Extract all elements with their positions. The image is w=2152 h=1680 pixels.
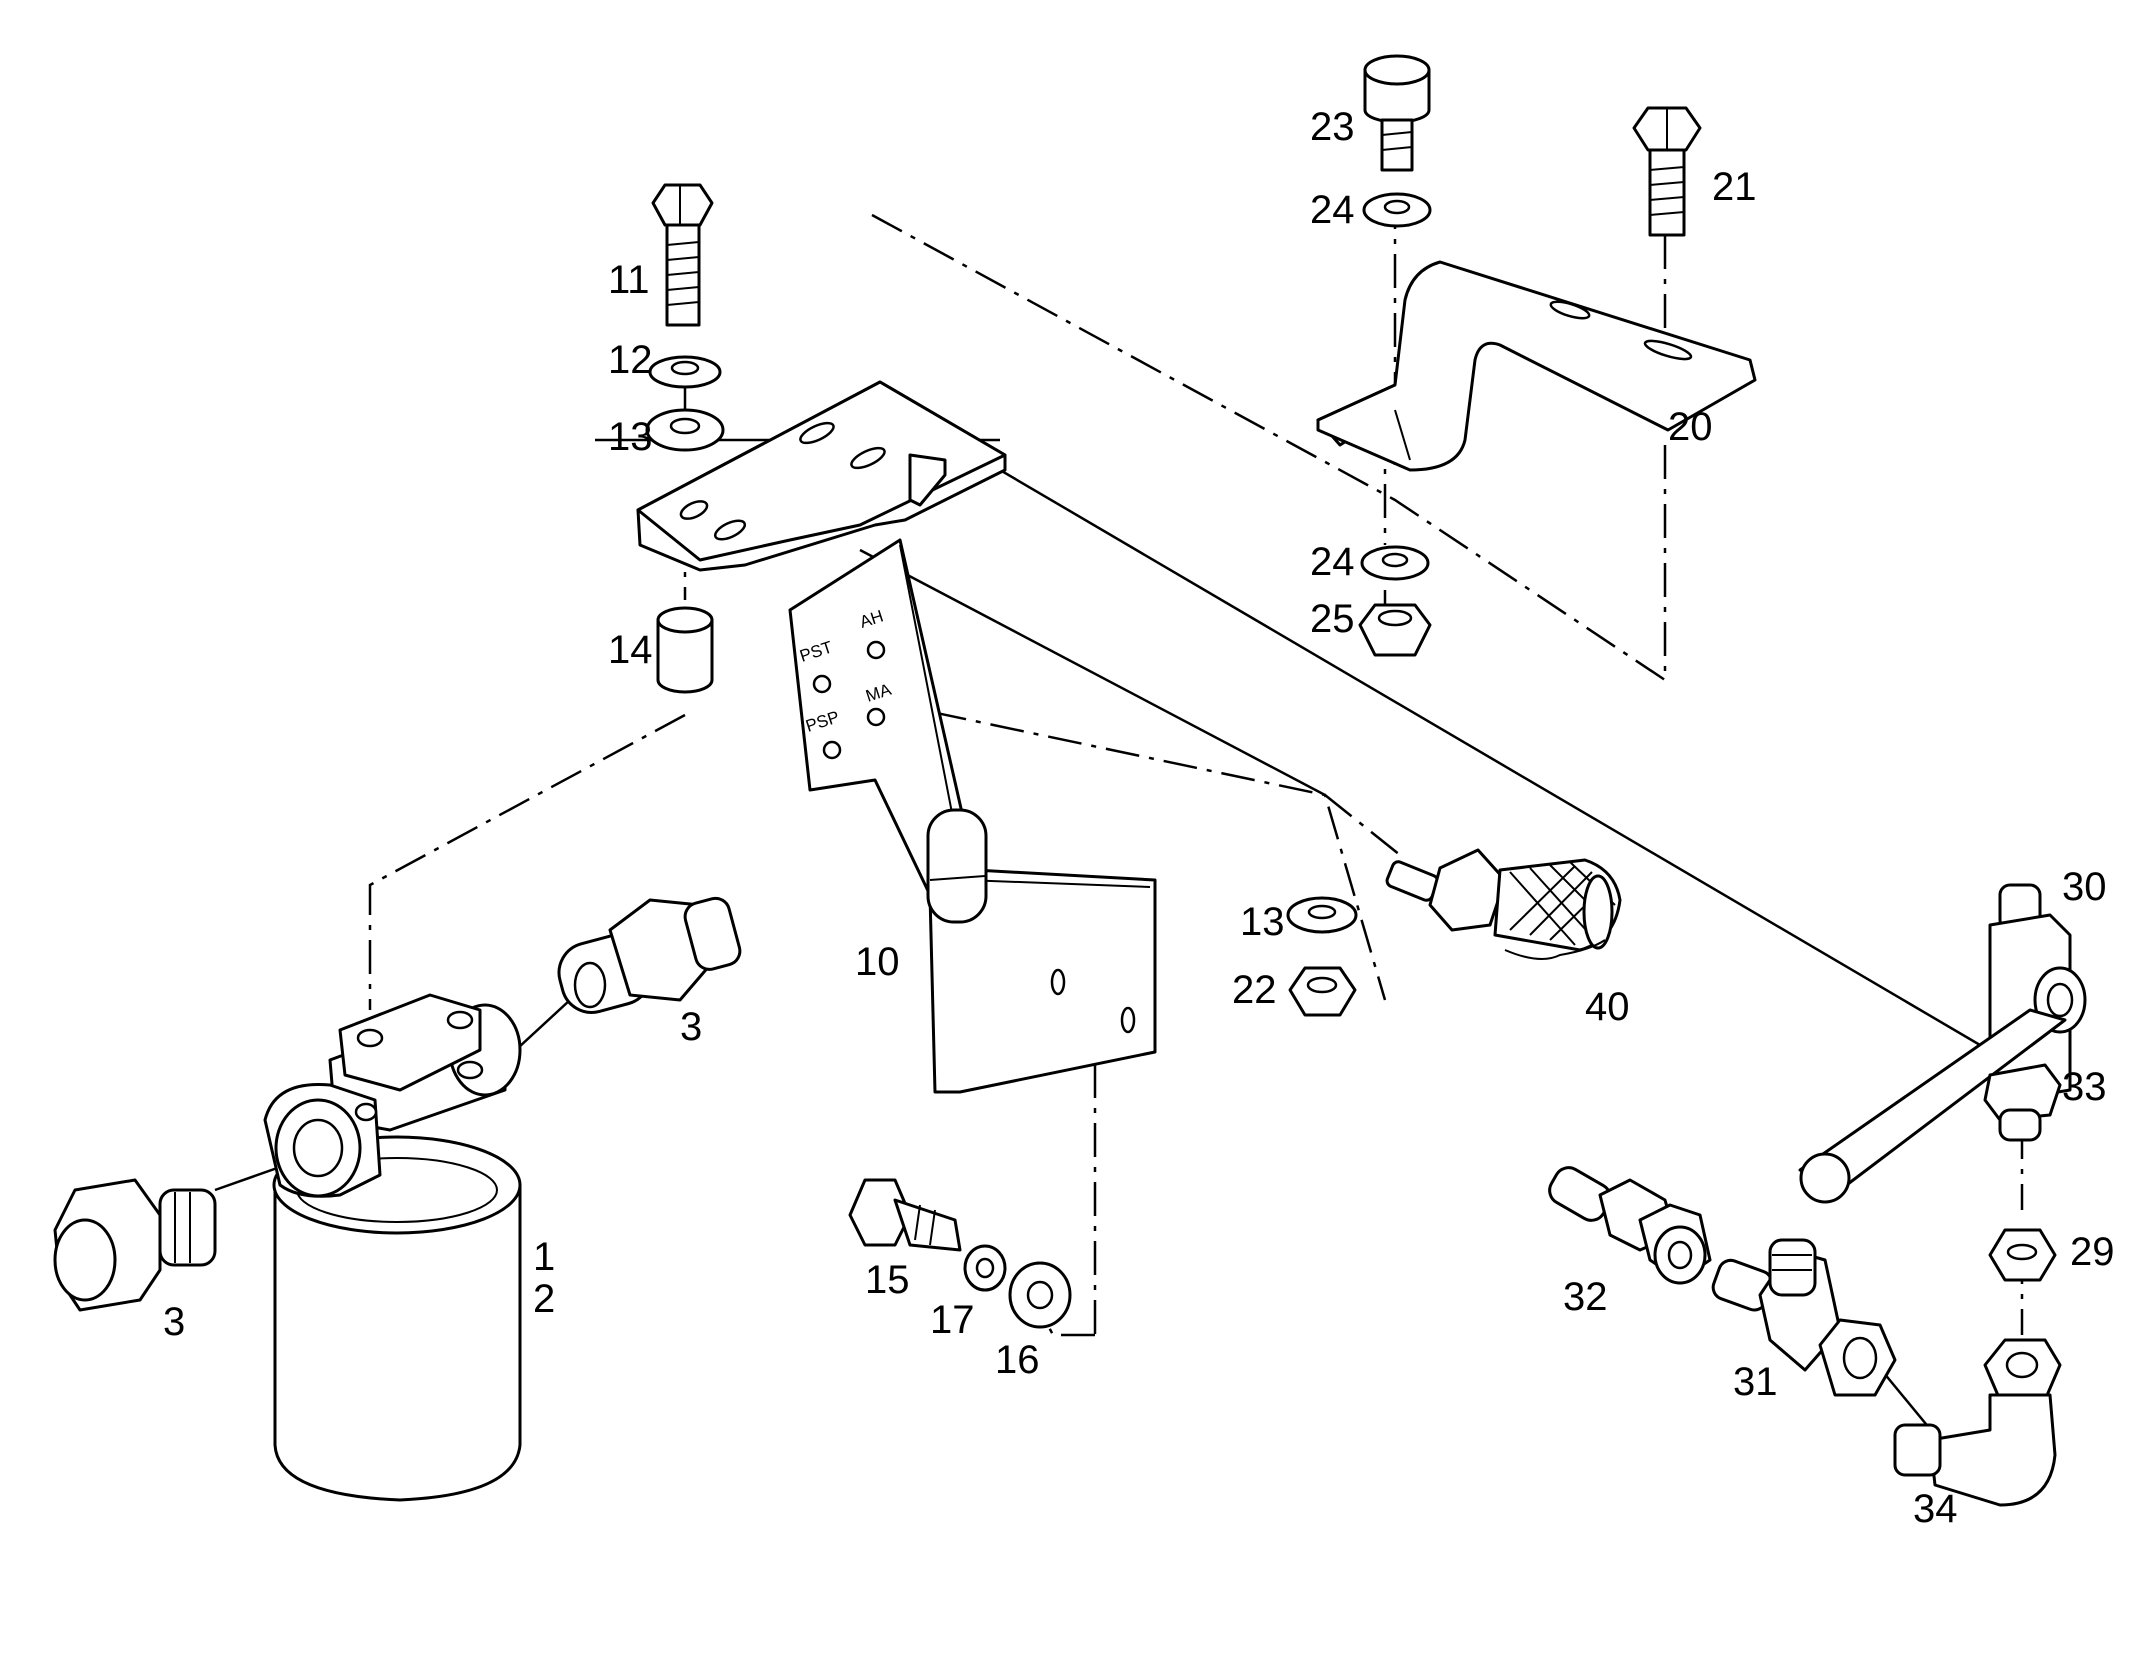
- nut-22: [1288, 966, 1357, 1017]
- valve-30: [1798, 883, 2087, 1204]
- union-3-right: [557, 896, 742, 1014]
- callout-13-lower: 13: [1240, 900, 1285, 944]
- callout-24-lower: 24: [1310, 540, 1355, 584]
- tee-31: [1711, 1238, 1897, 1397]
- callout-1: 1: [533, 1235, 555, 1279]
- callout-23: 23: [1310, 105, 1355, 149]
- callout-17: 17: [930, 1298, 975, 1342]
- washer-13-upper: [645, 408, 725, 452]
- callout-labels: 1 2 3 3 10 11 12 13 13 14 15 16 17 20 21…: [163, 105, 2115, 1531]
- callout-3-right: 3: [680, 1005, 702, 1049]
- bracket-20: [1316, 260, 1757, 472]
- callout-11: 11: [608, 258, 650, 302]
- callout-32: 32: [1563, 1275, 1608, 1319]
- nut-25: [1358, 603, 1432, 657]
- callout-21: 21: [1712, 165, 1757, 209]
- union-3-left: [53, 1178, 217, 1312]
- callout-34: 34: [1913, 1487, 1958, 1531]
- callout-24-upper: 24: [1310, 188, 1355, 232]
- callout-14: 14: [608, 628, 653, 672]
- elbow-34: [1893, 1338, 2062, 1507]
- callout-12: 12: [608, 338, 653, 382]
- washer-24-upper: [1362, 192, 1432, 228]
- callout-29: 29: [2070, 1230, 2115, 1274]
- callout-20: 20: [1668, 405, 1713, 449]
- callout-31: 31: [1733, 1360, 1778, 1404]
- callout-25: 25: [1310, 597, 1355, 641]
- callout-2: 2: [533, 1277, 555, 1321]
- callout-13-upper: 13: [608, 415, 653, 459]
- callout-33: 33: [2062, 1065, 2107, 1109]
- washer-13-lower: [1286, 896, 1358, 934]
- cap-screw-23: [1363, 54, 1431, 172]
- mounting-bracket-10: PST AH PSP MA: [636, 380, 1157, 1094]
- bolt-11: [651, 183, 714, 327]
- nut-29: [1988, 1228, 2057, 1282]
- washer-16: [1008, 1261, 1072, 1329]
- spacer-14: [656, 606, 714, 694]
- test-coupling-40: [1385, 848, 1622, 960]
- callout-30: 30: [2062, 865, 2107, 909]
- union-32: [1548, 1166, 1712, 1285]
- washer-12: [648, 355, 722, 389]
- callout-22: 22: [1232, 968, 1277, 1012]
- washer-17: [963, 1244, 1007, 1292]
- oil-filter-1-2: [263, 993, 522, 1502]
- callout-10: 10: [855, 940, 900, 984]
- bolt-21: [1632, 106, 1702, 237]
- callout-16: 16: [995, 1338, 1040, 1382]
- callout-40: 40: [1585, 985, 1630, 1029]
- callout-3-left: 3: [163, 1300, 185, 1344]
- bolt-15: [848, 1178, 962, 1252]
- callout-15: 15: [865, 1258, 910, 1302]
- washer-24-lower: [1360, 545, 1430, 581]
